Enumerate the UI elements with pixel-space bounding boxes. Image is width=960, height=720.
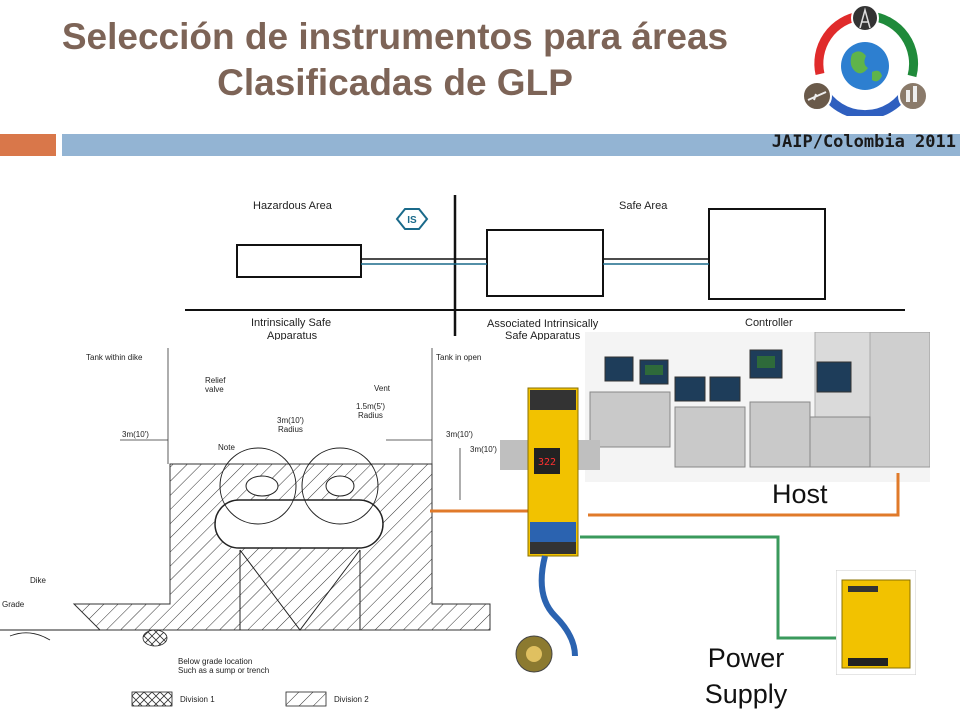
title-line-2: Clasificadas de GLP [217,62,573,103]
is-apparatus-box [236,244,362,278]
svg-text:Note: Note [218,443,235,452]
svg-text:Tank within dike: Tank within dike [86,353,143,362]
svg-text:Grade: Grade [2,600,25,609]
safe-area-label: Safe Area [619,200,668,212]
host-label: Host [772,479,828,509]
power-supply-label: Power Supply [704,643,788,709]
accent-bar-blue [62,134,960,156]
svg-text:Intrinsically Safe: Intrinsically Safe [251,317,331,329]
svg-text:valve: valve [205,385,224,394]
svg-text:IS: IS [407,215,417,226]
is-barrier-photo: 322 [500,387,600,673]
svg-text:322: 322 [538,457,556,468]
refinery-icon [898,81,928,111]
svg-text:Controller: Controller [745,317,793,329]
area-classification-drawing: Tank within dike Tank in open Relief val… [0,348,497,707]
power-supply-photo [836,570,916,675]
associated-apparatus-box [486,229,604,297]
svg-text:3m(10'): 3m(10') [446,430,473,439]
svg-text:Associated Intrinsically: Associated Intrinsically [487,318,599,330]
svg-text:Dike: Dike [30,576,47,585]
wiring-lines [430,473,900,640]
svg-text:Such as a sump or trench: Such as a sump or trench [178,666,269,675]
svg-text:Division 2: Division 2 [334,695,369,704]
svg-text:Tank in open: Tank in open [436,353,481,362]
event-label: JAIP/Colombia 2011 [771,132,956,152]
hazardous-area-label: Hazardous Area [253,200,333,212]
globe-icon [841,42,889,90]
slide-title: Selección de instrumentos para áreas Cla… [0,14,790,106]
svg-text:1.5m(5'): 1.5m(5') [356,402,385,411]
svg-text:Radius: Radius [278,425,303,434]
pumpjack-icon [802,81,832,111]
green-wire-power [580,535,836,640]
svg-text:Below grade location: Below grade location [178,657,252,666]
conference-logo-icon [802,4,928,116]
host-computers-photo [585,332,930,482]
svg-text:3m(10'): 3m(10') [277,416,304,425]
oil-rig-icon [851,4,879,32]
m12-connector-icon [515,635,553,673]
svg-text:Division 1: Division 1 [180,695,215,704]
title-line-1: Selección de instrumentos para áreas [61,16,729,57]
accent-bar-orange [0,134,56,156]
intrinsic-safety-diagram: Hazardous Area Safe Area IS Intrinsicall… [185,195,905,340]
svg-text:Radius: Radius [358,411,383,420]
orange-wire-host [588,473,900,517]
svg-text:Apparatus: Apparatus [267,330,318,340]
svg-text:3m(10'): 3m(10') [470,445,497,454]
svg-text:3m(10'): 3m(10') [122,430,149,439]
tank-shape [214,499,384,549]
svg-text:Vent: Vent [374,384,391,393]
svg-text:Safe Apparatus: Safe Apparatus [505,330,581,340]
is-badge-icon: IS [395,208,429,230]
svg-text:Relief: Relief [205,376,226,385]
controller-box [708,208,826,300]
